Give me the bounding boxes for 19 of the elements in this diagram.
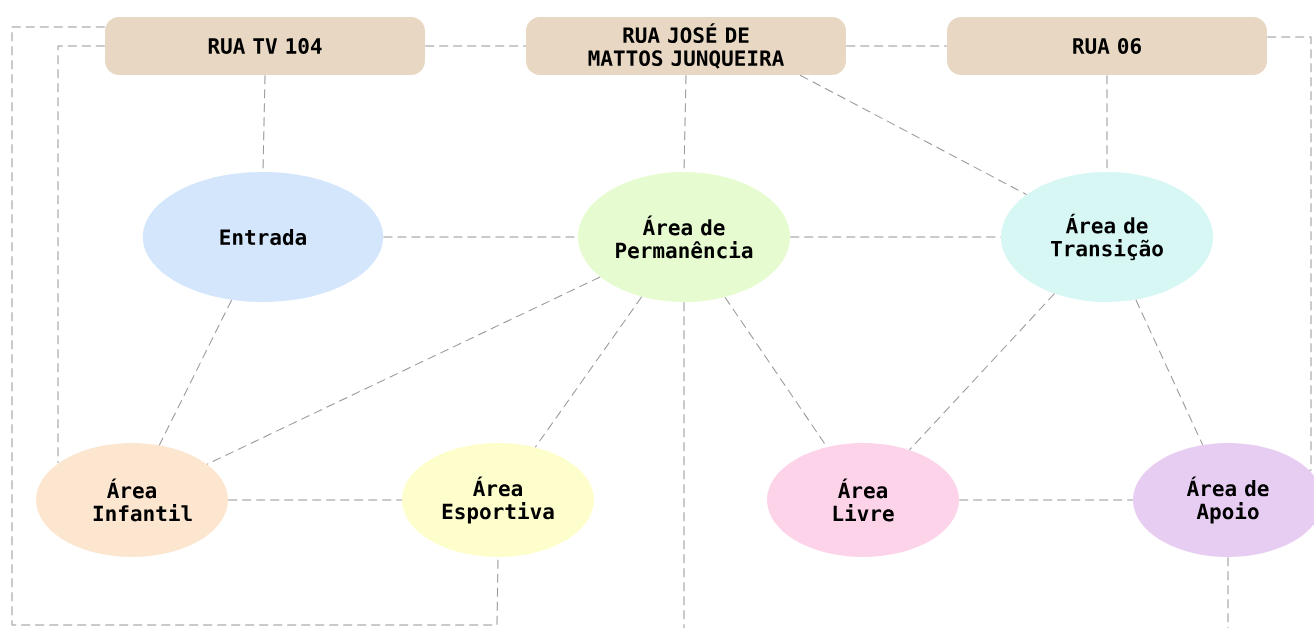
connector-line bbox=[845, 45, 948, 47]
connector-line bbox=[789, 236, 1002, 238]
street-box: RUA JOSÉ DE MATTOS JUNQUEIRA bbox=[526, 17, 846, 75]
connector-line bbox=[1227, 556, 1229, 629]
street-box: RUA 06 bbox=[947, 17, 1267, 75]
connector-line bbox=[424, 45, 527, 47]
connector-line bbox=[534, 296, 643, 448]
connector-line bbox=[158, 299, 233, 446]
connector-line bbox=[799, 74, 1027, 195]
connector-line bbox=[11, 26, 499, 626]
connector-line bbox=[958, 499, 1134, 501]
connector-line bbox=[683, 301, 685, 629]
connector-line bbox=[227, 499, 403, 501]
connector-line bbox=[1135, 299, 1204, 446]
street-box: RUA TV 104 bbox=[105, 17, 425, 75]
connector-line bbox=[1266, 36, 1312, 471]
connector-line bbox=[908, 293, 1055, 451]
connector-line bbox=[57, 45, 106, 464]
connector-line bbox=[206, 276, 601, 465]
